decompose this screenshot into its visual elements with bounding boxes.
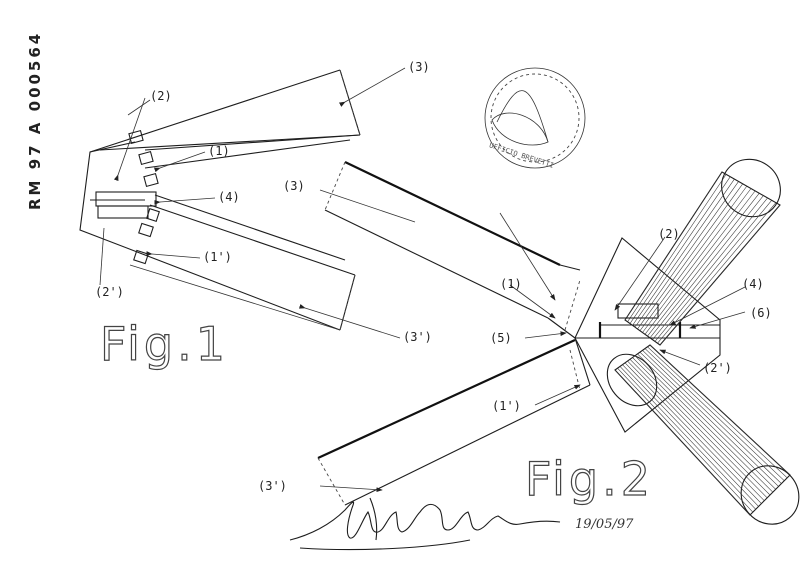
upper-cylinder-hatch-line — [629, 176, 731, 324]
fig1-label-2: (2) — [150, 89, 172, 103]
upper-cylinder-hatch-line — [624, 171, 723, 321]
lower-cylinder-hatch-line — [632, 357, 771, 496]
figure-2: (3) (1) (5) (2) (4) (6) (2') (1') (3') F… — [258, 158, 800, 525]
fig1-label-2prime: (2') — [95, 285, 124, 299]
document-number: RM 97 A 000564 — [26, 31, 44, 210]
fig2-label-4: (4) — [742, 277, 764, 291]
lower-cylinder-hatch-line — [627, 360, 765, 501]
fig1-label-3: (3) — [408, 60, 430, 74]
lower-cylinder-hatch-line — [629, 359, 768, 499]
lower-cylinder-hatch-line — [639, 351, 779, 487]
fig1-label-1: (1) — [208, 144, 230, 158]
fig2-title: Fig.2 — [525, 452, 654, 506]
upper-cylinder-hatch-line — [639, 185, 748, 331]
fig2-label-2: (2) — [658, 227, 680, 241]
fig2-label-6: (6) — [750, 306, 772, 320]
fig2-label-2prime: (2') — [703, 361, 732, 375]
upper-cylinder-hatch-line — [632, 178, 735, 326]
fig1-title: Fig.1 — [100, 317, 229, 371]
upper-roller-cylinder — [617, 158, 781, 346]
fig2-label-3prime: (3') — [258, 479, 287, 493]
upper-cylinder-hatch-line — [657, 202, 777, 344]
figure-1: (3) (2) (1) (4) (1') (2') (3') Fig.1 — [79, 60, 432, 372]
fig2-label-3: (3) — [283, 179, 305, 193]
upper-cylinder-hatch-line — [659, 204, 781, 346]
upper-cylinder-hatch-line — [652, 197, 768, 340]
signature-date: 19/05/97 — [575, 517, 634, 532]
lower-cylinder-hatch-line — [622, 364, 759, 507]
lower-roller-cylinder — [606, 344, 800, 525]
upper-cylinder-hatch-line — [654, 200, 772, 342]
upper-cylinder-hatch-line — [649, 195, 764, 339]
fig2-label-1: (1) — [500, 277, 522, 291]
lower-cylinder-hatch-line — [649, 344, 791, 476]
upper-cylinder-hatch-line — [637, 183, 743, 330]
lower-cylinder-hatch-line — [619, 366, 756, 510]
fig2-label-1prime: (1') — [492, 399, 521, 413]
upper-cylinder-hatch-line — [644, 190, 756, 335]
lower-cylinder-hatch-line — [624, 362, 762, 504]
fig2-label-5: (5) — [490, 331, 512, 345]
svg-text:UFFICIO BREVETTI: UFFICIO BREVETTI — [488, 141, 555, 169]
fig1-label-1prime: (1') — [203, 250, 232, 264]
fig1-label-4: (4) — [218, 190, 240, 204]
lower-cylinder-hatch-line — [647, 346, 788, 479]
lower-cylinder-hatch-line — [644, 348, 785, 481]
lower-cylinder-hatch-line — [637, 353, 776, 490]
upper-cylinder-hatch-line — [642, 188, 752, 333]
lower-cylinder-hatch-line — [617, 368, 754, 513]
lower-cylinder-hatch-line — [614, 369, 751, 516]
upper-cylinder-hatch-line — [627, 174, 727, 322]
upper-cylinder-hatch-line — [647, 193, 760, 337]
lower-cylinder-hatch-line — [642, 350, 782, 484]
official-seal-stamp: UFFICIO BREVETTI — [484, 67, 586, 170]
upper-cylinder-hatch-line — [634, 181, 739, 328]
lower-cylinder-hatch-line — [634, 355, 774, 493]
fig1-label-3prime: (3') — [403, 330, 432, 344]
handwritten-signature: 19/05/97 — [289, 497, 634, 551]
